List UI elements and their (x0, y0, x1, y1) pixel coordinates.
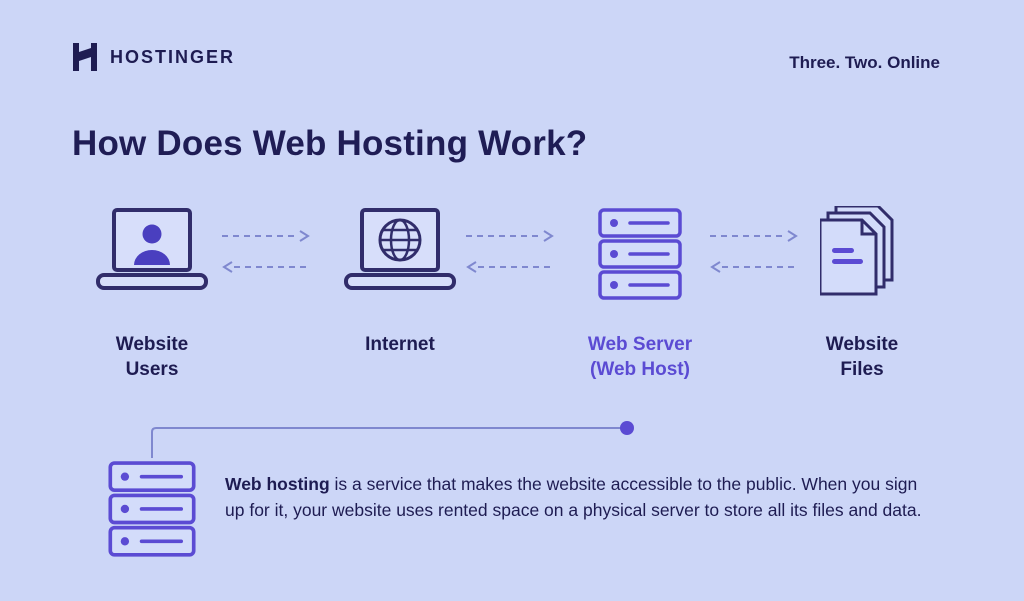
node-label-web-server: Web Server (Web Host) (587, 334, 693, 380)
callout-lead: Web hosting (225, 474, 330, 494)
document-stack-icon (820, 206, 894, 296)
laptop-globe-icon (344, 208, 456, 290)
node-label-internet: Internet (365, 334, 435, 355)
callout-body: is a service that makes the website acce… (225, 474, 922, 520)
arrow-left-icon (222, 261, 310, 273)
brand-tagline: Three. Two. Online (789, 53, 940, 72)
arrow-left-icon (466, 261, 554, 273)
node-label-website-users: Website Users (115, 334, 189, 380)
page-title: How Does Web Hosting Work? (72, 124, 588, 163)
callout-description: Web hosting is a service that makes the … (225, 471, 937, 523)
brand-logo: HOSTINGER (70, 42, 235, 72)
callout-connector-line (151, 421, 634, 458)
server-stack-icon (108, 461, 196, 557)
brand-name: HOSTINGER (110, 46, 236, 67)
hostinger-logo-icon (73, 43, 97, 71)
arrow-left-icon (710, 261, 798, 273)
laptop-user-icon (96, 208, 208, 290)
server-stack-icon (598, 208, 682, 300)
node-label-website-files: Website Files (825, 334, 899, 380)
arrow-right-icon (466, 230, 554, 242)
arrow-right-icon (710, 230, 798, 242)
arrow-right-icon (222, 230, 310, 242)
